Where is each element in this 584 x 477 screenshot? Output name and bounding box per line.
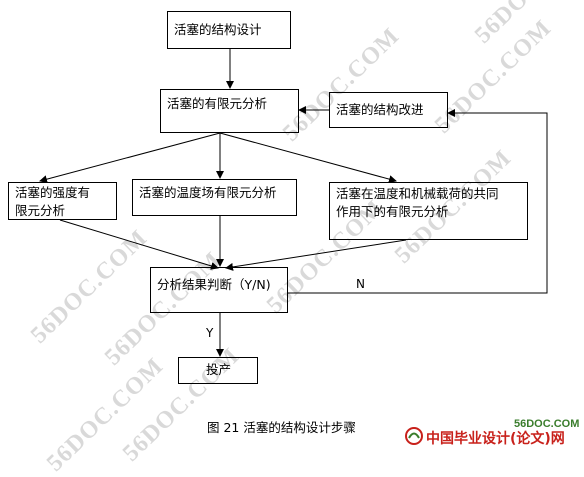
- site-logo: 56DOC.COM 中国毕业设计(论文)网: [404, 418, 582, 448]
- node-strength-fea: 活塞的强度有 限元分析: [8, 182, 117, 220]
- flowchart-connectors: [39, 49, 548, 357]
- figure-caption: 图 21 活塞的结构设计步骤: [207, 420, 356, 435]
- node-production: 投产: [178, 357, 258, 384]
- node-combined-load-fea: 活塞在温度和机械载荷的共同 作用下的有限元分析: [329, 182, 528, 240]
- arrow-judge-to-improve-no: [288, 109, 548, 294]
- arrow-fea-to-strength: [39, 132, 221, 184]
- logo-site-text: 56DOC.COM: [514, 418, 580, 430]
- label-no: N: [356, 277, 365, 291]
- logo-main-text: 中国毕业设计(论文)网: [426, 431, 565, 447]
- node-structure-design: 活塞的结构设计: [167, 11, 291, 49]
- arrow-strength-to-judge: [59, 219, 219, 270]
- node-structure-improvement: 活塞的结构改进: [329, 92, 448, 128]
- node-temperature-field-fea: 活塞的温度场有限元分析: [132, 179, 297, 216]
- node-finite-element-analysis: 活塞的有限元分析: [160, 89, 299, 133]
- label-yes: Y: [206, 326, 214, 340]
- arrow-fea-to-combined: [219, 132, 397, 184]
- node-result-judgement: 分析结果判断（Y/N): [150, 267, 288, 313]
- logo-emblem-icon: [405, 427, 423, 445]
- arrow-combined-to-judge: [225, 239, 407, 271]
